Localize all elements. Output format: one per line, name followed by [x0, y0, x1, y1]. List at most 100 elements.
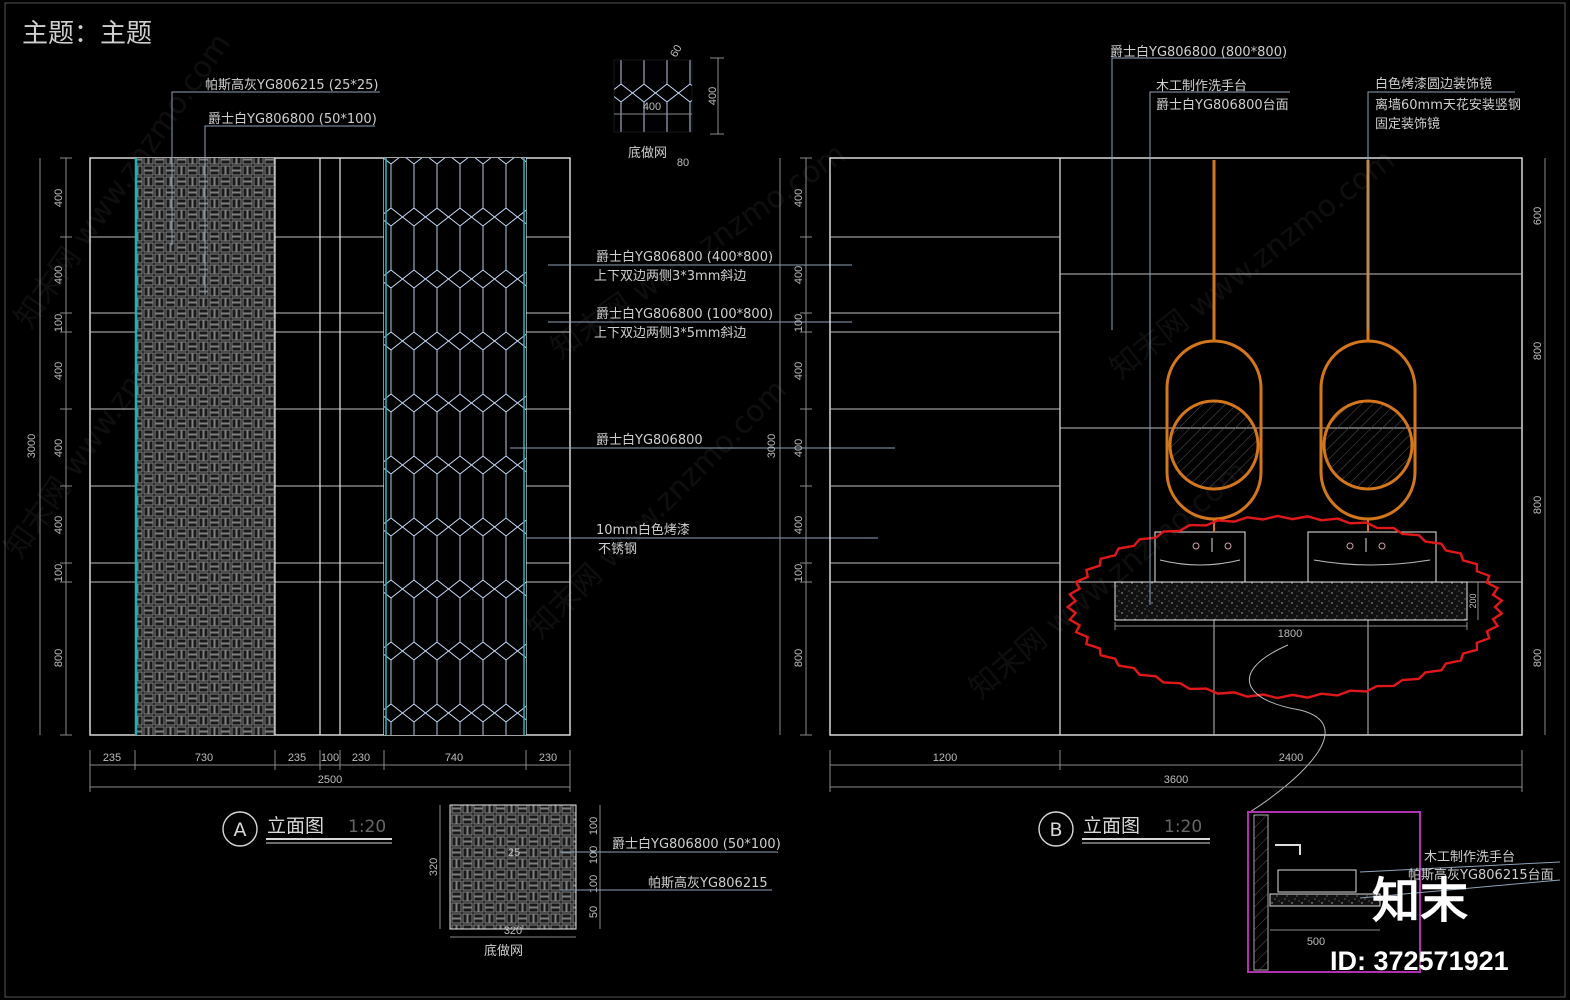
- svg-text:知末: 知末: [1372, 873, 1468, 929]
- svg-text:235: 235: [103, 752, 121, 764]
- svg-text:底做网: 底做网: [628, 145, 667, 161]
- svg-text:不锈钢: 不锈钢: [598, 542, 637, 557]
- svg-text:1:20: 1:20: [348, 817, 386, 837]
- svg-text:爵士白YG806800 (800*800): 爵士白YG806800 (800*800): [1110, 44, 1287, 60]
- elevation-a-title: A 立面图 1:20: [222, 811, 392, 847]
- svg-text:固定装饰镜: 固定装饰镜: [1375, 117, 1440, 132]
- svg-text:400: 400: [793, 189, 805, 207]
- elevation-a[interactable]: 400 400 100 400 400 400 100 800 3000 235…: [26, 77, 895, 847]
- svg-text:1200: 1200: [933, 752, 957, 764]
- svg-text:60: 60: [668, 43, 685, 60]
- weave-detail[interactable]: 320 320 25 100 100 100 50 爵士白YG806800 (5…: [428, 804, 781, 959]
- svg-text:爵士白YG806800 (100*800): 爵士白YG806800 (100*800): [596, 306, 773, 322]
- svg-text:800: 800: [53, 649, 65, 667]
- svg-text:知末网 www.znzmo.com: 知末网 www.znzmo.com: [1103, 143, 1401, 387]
- svg-text:ID: 372571921: ID: 372571921: [1330, 946, 1509, 976]
- svg-text:100: 100: [588, 846, 600, 864]
- svg-text:2400: 2400: [1279, 752, 1303, 764]
- svg-text:800: 800: [1532, 342, 1544, 360]
- svg-text:50: 50: [588, 906, 600, 918]
- vanity-counter: [1114, 531, 1479, 630]
- svg-text:爵士白YG806800 (50*100): 爵士白YG806800 (50*100): [612, 836, 781, 852]
- sheet-title: 主题：主题: [22, 19, 152, 49]
- section-detail[interactable]: 木工制作洗手台 帕斯高灰YG806215台面 500: [1247, 811, 1561, 973]
- brand-watermark: 知末 ID: 372571921: [1330, 873, 1509, 976]
- elevation-a-left-dimensions: [39, 158, 67, 735]
- svg-text:帕斯高灰YG806215: 帕斯高灰YG806215: [648, 875, 768, 891]
- sheet-border: [4, 2, 1566, 998]
- elevation-a-bottom-dimensions: [89, 750, 571, 792]
- svg-text:1:20: 1:20: [1164, 817, 1202, 837]
- svg-text:400: 400: [53, 266, 65, 284]
- svg-text:400: 400: [793, 266, 805, 284]
- svg-text:帕斯高灰YG806215 (25*25): 帕斯高灰YG806215 (25*25): [205, 77, 379, 93]
- svg-text:离墙60mm天花安装竖钢: 离墙60mm天花安装竖钢: [1375, 97, 1521, 113]
- svg-text:800: 800: [1532, 649, 1544, 667]
- svg-text:爵士白YG806800 (50*100): 爵士白YG806800 (50*100): [208, 111, 377, 127]
- svg-text:25: 25: [508, 847, 520, 859]
- svg-text:600: 600: [1532, 207, 1544, 225]
- svg-text:400: 400: [53, 439, 65, 457]
- svg-text:800: 800: [793, 649, 805, 667]
- elevation-a-outline: [89, 157, 571, 736]
- svg-text:320: 320: [504, 925, 522, 937]
- svg-text:800: 800: [1532, 496, 1544, 514]
- svg-text:知末网 www.znzmo.com: 知末网 www.znzmo.com: [521, 373, 794, 646]
- svg-text:100: 100: [53, 564, 65, 582]
- svg-text:帕斯高灰YG806215台面: 帕斯高灰YG806215台面: [1408, 867, 1554, 883]
- hex-detail[interactable]: 400 400 60 80 底做网: [613, 43, 724, 169]
- svg-text:1800: 1800: [1278, 628, 1302, 640]
- svg-text:400: 400: [53, 516, 65, 534]
- svg-text:A: A: [234, 819, 247, 841]
- svg-text:400: 400: [793, 362, 805, 380]
- svg-text:100: 100: [588, 875, 600, 893]
- svg-text:上下双边两侧3*3mm斜边: 上下双边两侧3*3mm斜边: [594, 269, 746, 284]
- connector-curve: [1248, 644, 1326, 813]
- svg-text:木工制作洗手台: 木工制作洗手台: [1424, 850, 1515, 865]
- elevation-b-outline: [829, 157, 1523, 736]
- svg-text:100: 100: [793, 564, 805, 582]
- svg-text:230: 230: [352, 752, 370, 764]
- svg-text:10mm白色烤漆: 10mm白色烤漆: [596, 522, 690, 538]
- svg-text:2500: 2500: [318, 774, 342, 786]
- svg-text:400: 400: [793, 516, 805, 534]
- svg-text:400: 400: [707, 87, 719, 105]
- svg-text:B: B: [1049, 819, 1062, 841]
- svg-text:400: 400: [793, 439, 805, 457]
- svg-text:爵士白YG806800台面: 爵士白YG806800台面: [1156, 97, 1289, 113]
- svg-text:白色烤漆圆边装饰镜: 白色烤漆圆边装饰镜: [1375, 76, 1492, 92]
- elevation-b[interactable]: 1800 200 400 400 100 400 400 400: [766, 44, 1546, 847]
- revision-cloud: [1065, 514, 1504, 700]
- elevation-a-right-leaders: [510, 264, 895, 539]
- svg-text:3600: 3600: [1164, 774, 1188, 786]
- svg-text:木工制作洗手台: 木工制作洗手台: [1156, 79, 1247, 94]
- svg-text:100: 100: [321, 752, 339, 764]
- round-mirror-left: [1165, 160, 1263, 532]
- svg-text:爵士白YG806800: 爵士白YG806800: [596, 432, 703, 448]
- svg-text:爵士白YG806800 (400*800): 爵士白YG806800 (400*800): [596, 249, 773, 265]
- svg-text:80: 80: [677, 157, 689, 169]
- svg-text:235: 235: [288, 752, 306, 764]
- svg-text:320: 320: [428, 858, 440, 876]
- svg-text:上下双边两侧3*5mm斜边: 上下双边两侧3*5mm斜边: [594, 326, 746, 341]
- svg-text:立面图: 立面图: [267, 815, 324, 837]
- svg-text:100: 100: [53, 314, 65, 332]
- svg-text:100: 100: [793, 314, 805, 332]
- svg-text:400: 400: [53, 189, 65, 207]
- elevation-a-top-leaders: [171, 91, 380, 295]
- svg-text:740: 740: [445, 752, 463, 764]
- svg-text:400: 400: [53, 362, 65, 380]
- svg-text:3000: 3000: [766, 434, 778, 458]
- svg-text:3000: 3000: [26, 434, 38, 458]
- svg-text:230: 230: [539, 752, 557, 764]
- svg-text:底做网: 底做网: [484, 943, 523, 959]
- svg-text:730: 730: [195, 752, 213, 764]
- svg-text:200: 200: [1468, 593, 1478, 608]
- svg-text:知末网 www.znzmo.com: 知末网 www.znzmo.com: [963, 454, 1254, 706]
- svg-text:100: 100: [588, 817, 600, 835]
- svg-text:500: 500: [1307, 936, 1325, 948]
- elevation-b-title: B 立面图 1:20: [1038, 811, 1210, 847]
- svg-text:立面图: 立面图: [1083, 815, 1140, 837]
- svg-text:400: 400: [643, 101, 661, 113]
